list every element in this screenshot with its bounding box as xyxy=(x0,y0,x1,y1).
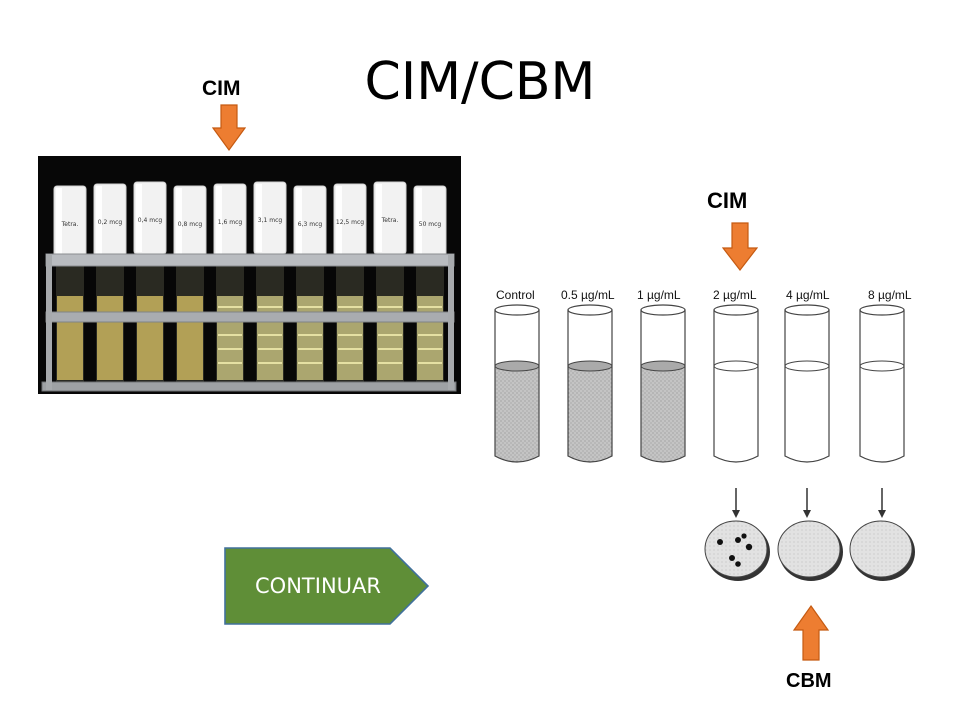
cbm-up-arrow-icon xyxy=(792,604,830,661)
dilution-tube xyxy=(567,304,613,463)
tube-rack-photo: Tetra. 0,2 mcg 0,4 mcg 0,8 mcg 1,6 mcg 3,1 mc… xyxy=(38,156,461,394)
dilution-tube xyxy=(859,304,905,463)
photo-tube xyxy=(373,181,407,382)
photo-tube xyxy=(333,183,367,382)
concentration-label-0-5: 0.5 µg/mL xyxy=(561,288,615,302)
dilution-tube xyxy=(784,304,830,463)
photo-tube-label: 0,4 mcg xyxy=(138,217,163,224)
photo-tube-label: 6,3 mcg xyxy=(298,221,323,228)
photo-tube-label: Tetra. xyxy=(61,221,79,228)
photo-down-arrow-icon xyxy=(212,104,246,152)
photo-tube-label: 0,8 mcg xyxy=(178,221,203,228)
photo-tube xyxy=(213,183,247,382)
photo-tube xyxy=(173,185,207,382)
plate-arrow-2-icon xyxy=(803,488,811,518)
concentration-label-4: 4 µg/mL xyxy=(786,288,830,302)
dilution-tube xyxy=(494,304,540,463)
photo-tube xyxy=(53,185,87,382)
concentration-label-2: 2 µg/mL xyxy=(713,288,757,302)
continue-button-shape xyxy=(224,547,430,625)
photo-tube xyxy=(133,181,167,382)
photo-tube-label: 0,2 mcg xyxy=(98,219,123,226)
diagram-cbm-label: CBM xyxy=(786,670,832,692)
slide-title: CIM/CBM xyxy=(364,52,596,112)
plate-arrow-1-icon xyxy=(732,488,740,518)
continue-button-label: CONTINUAR xyxy=(255,574,381,598)
plate-arrow-3-icon xyxy=(878,488,886,518)
dilution-tube xyxy=(713,304,759,463)
photo-tube xyxy=(253,181,287,382)
photo-tube xyxy=(293,185,327,382)
concentration-label-control: Control xyxy=(496,288,535,302)
dilution-tube xyxy=(640,304,686,463)
photo-tube-label: 50 mcg xyxy=(419,221,442,228)
concentration-label-1: 1 µg/mL xyxy=(637,288,681,302)
agar-plate-with-colonies xyxy=(704,520,770,581)
agar-plate-clear-1 xyxy=(777,520,843,581)
diagram-cim-label: CIM xyxy=(707,188,748,213)
tube-rack-image: Tetra. 0,2 mcg 0,4 mcg 0,8 mcg 1,6 mcg 3,1 mc… xyxy=(38,156,461,394)
dilution-diagram xyxy=(494,304,915,581)
photo-tube xyxy=(413,185,447,382)
continue-button[interactable]: CONTINUAR xyxy=(224,547,430,625)
photo-tube-label: 3,1 mcg xyxy=(258,217,283,224)
photo-tube-label: 12,5 mcg xyxy=(336,219,364,226)
concentration-label-8: 8 µg/mL xyxy=(868,288,912,302)
photo-cim-label: CIM xyxy=(202,77,241,100)
photo-tube xyxy=(93,183,127,382)
photo-tube-label: Tetra. xyxy=(381,217,399,224)
diagram-down-arrow-icon xyxy=(722,222,758,271)
agar-plate-clear-2 xyxy=(849,520,915,581)
photo-tube-label: 1,6 mcg xyxy=(218,219,243,226)
